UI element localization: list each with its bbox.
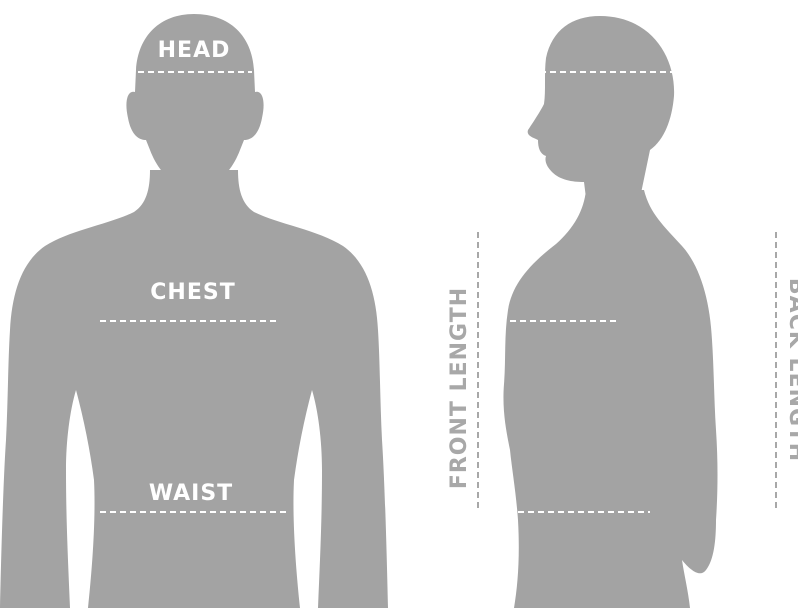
side-body <box>503 190 717 608</box>
waist-label: WAIST <box>149 481 233 506</box>
front-body <box>0 170 388 608</box>
side-silhouette <box>503 16 717 608</box>
chest-label: CHEST <box>150 280 235 305</box>
side-head <box>528 16 674 198</box>
front-silhouette <box>0 14 388 608</box>
back-length-label: BACK LENGTH <box>784 278 798 462</box>
front-length-label: FRONT LENGTH <box>447 287 472 489</box>
head-label: HEAD <box>158 38 231 63</box>
